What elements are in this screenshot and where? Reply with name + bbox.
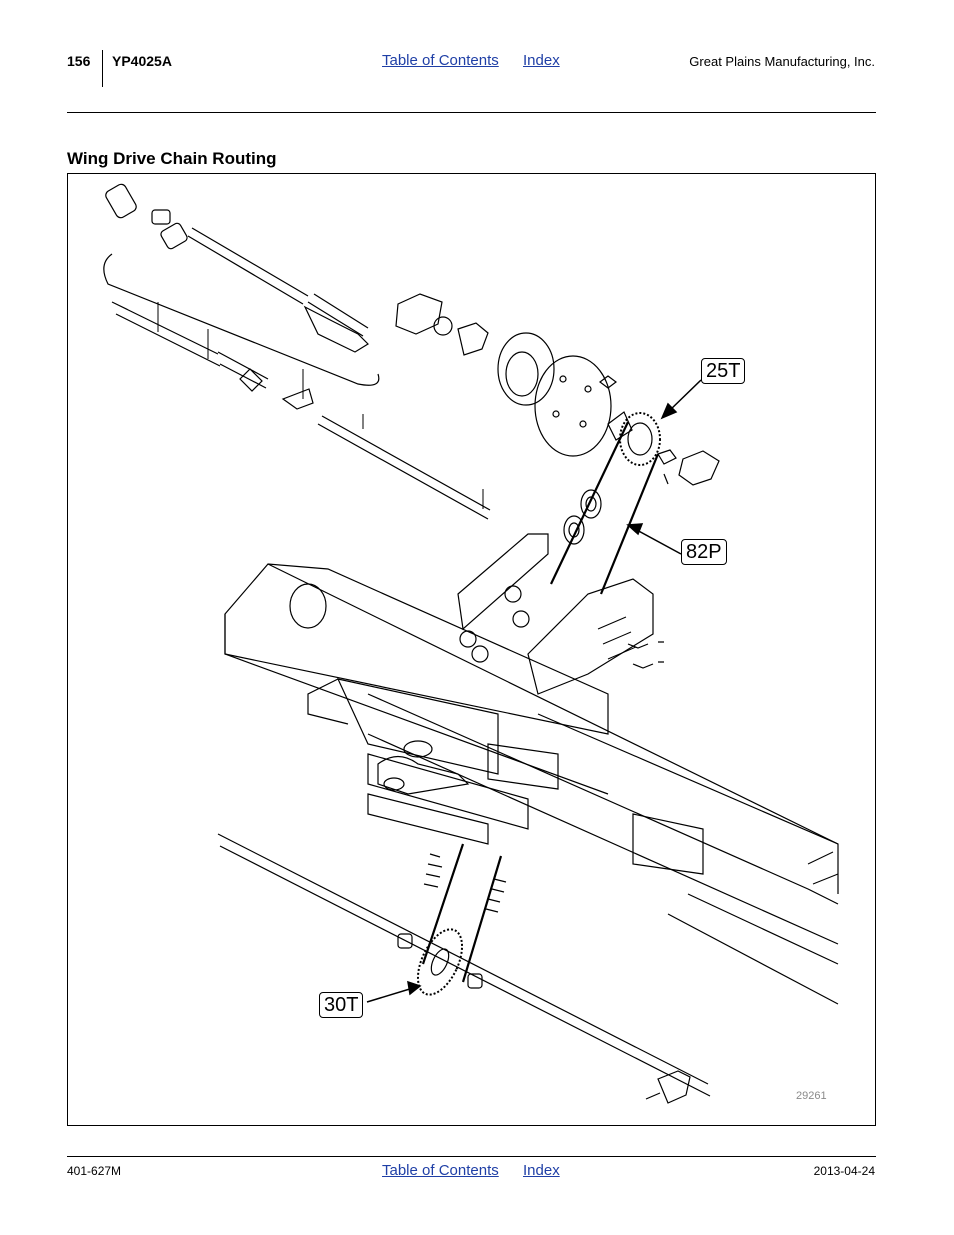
callout-leaders xyxy=(366,379,702,1003)
idler-sprockets xyxy=(563,489,602,545)
driveline-assembly xyxy=(103,183,491,520)
header-index-link[interactable]: Index xyxy=(523,52,560,69)
figure-number: 29261 xyxy=(796,1090,827,1102)
lower-drive xyxy=(217,833,711,1104)
sprocket-25t xyxy=(619,412,720,486)
header-toc-link[interactable]: Table of Contents xyxy=(382,52,499,69)
header-rule xyxy=(67,112,876,113)
page-number: 156 xyxy=(67,53,91,69)
document-number: 401-627M xyxy=(67,1164,122,1178)
footer-index-link[interactable]: Index xyxy=(523,1162,560,1179)
header-divider xyxy=(102,50,103,87)
model-number: YP4025A xyxy=(112,53,172,69)
diagram-drawing xyxy=(103,183,839,1104)
footer-toc-link[interactable]: Table of Contents xyxy=(382,1162,499,1179)
toolbar-frame xyxy=(224,563,839,1005)
section-title: Wing Drive Chain Routing xyxy=(67,149,277,168)
callout-25t: 25T xyxy=(701,358,746,384)
callout-82p: 82P xyxy=(681,539,727,565)
mount-plates xyxy=(457,533,664,695)
footer-rule xyxy=(67,1156,876,1157)
chain-82p xyxy=(550,421,660,595)
publish-date: 2013-04-24 xyxy=(813,1164,875,1178)
sprocket-30t xyxy=(416,928,464,996)
callout-30t: 30T xyxy=(319,992,364,1018)
hub-assembly xyxy=(395,293,633,457)
exploded-diagram: 25T 82P 30T 29261 xyxy=(67,173,876,1126)
company-name: Great Plains Manufacturing, Inc. xyxy=(689,54,875,69)
